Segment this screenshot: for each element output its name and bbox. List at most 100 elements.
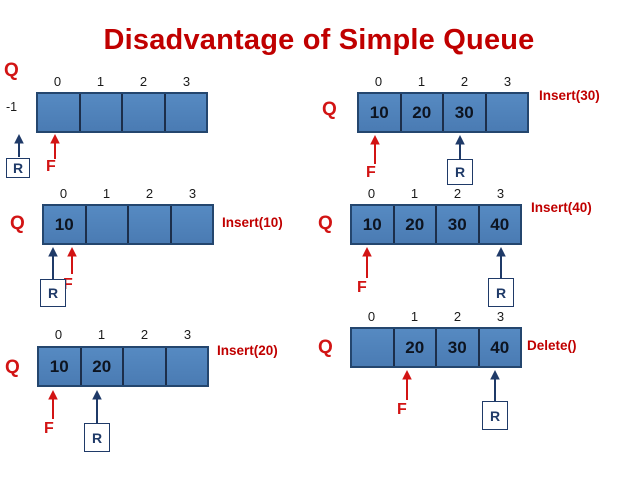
- index-label: 1: [102, 186, 111, 201]
- queue-cell: [171, 206, 212, 243]
- index-label: 0: [367, 186, 376, 201]
- front-arrow-icon: [49, 134, 61, 164]
- index-label: 1: [410, 186, 419, 201]
- index-label: 3: [183, 327, 192, 342]
- queue-cell: [86, 206, 129, 243]
- rear-pointer-box: R: [40, 279, 66, 307]
- rear-arrow-glyph: [48, 247, 58, 279]
- queue-cell: 30: [437, 206, 480, 243]
- rear-arrow-glyph: [14, 134, 24, 157]
- queue-array: [36, 92, 208, 133]
- front-pointer-label: F: [397, 401, 407, 418]
- front-pointer-label: F: [46, 158, 56, 175]
- rear-arrow-icon: [13, 134, 25, 162]
- front-pointer-label: F: [44, 420, 54, 437]
- front-arrow-icon: [47, 390, 59, 424]
- front-arrow-glyph: [50, 134, 60, 159]
- rear-arrow-glyph: [92, 390, 102, 423]
- rear-pointer-label: R: [91, 429, 103, 446]
- queue-cell: 30: [437, 329, 480, 366]
- index-label: 3: [182, 74, 191, 89]
- index-label: 1: [410, 309, 419, 324]
- queue-cell: [123, 94, 166, 131]
- queue-cell: 10: [359, 94, 402, 131]
- queue-cell: [124, 348, 167, 385]
- queue-cell: 40: [479, 206, 520, 243]
- rear-pointer-label: R: [489, 407, 501, 424]
- index-label: 0: [54, 327, 63, 342]
- front-arrow-glyph: [362, 247, 372, 278]
- queue-cell: [165, 94, 206, 131]
- index-label: 3: [188, 186, 197, 201]
- rear-pointer-label: R: [454, 164, 466, 180]
- index-label: 2: [460, 74, 469, 89]
- index-label: 2: [145, 186, 154, 201]
- rear-pointer-box: R: [482, 401, 508, 430]
- queue-name-label: Q: [4, 60, 19, 81]
- queue-name-label: Q: [318, 213, 333, 234]
- rear-pointer-box: R: [84, 423, 110, 452]
- front-arrow-icon: [401, 370, 413, 405]
- queue-cell: [352, 329, 395, 366]
- queue-cell: 40: [479, 329, 520, 366]
- queue-cell: [38, 94, 81, 131]
- queue-cell: 20: [394, 329, 437, 366]
- operation-label: Insert(10): [222, 215, 283, 230]
- rear-pointer-label: R: [495, 284, 507, 301]
- index-label: 0: [53, 74, 62, 89]
- index-label: 2: [453, 186, 462, 201]
- operation-label: Insert(20): [217, 343, 278, 358]
- rear-pointer-box: R: [6, 158, 30, 178]
- rear-arrow-glyph: [496, 247, 506, 278]
- queue-cell: 10: [44, 206, 87, 243]
- rear-arrow-icon: [91, 390, 103, 428]
- queue-cell: 20: [401, 94, 444, 131]
- rear-pointer-box: R: [447, 159, 473, 185]
- queue-cell: [166, 348, 207, 385]
- front-arrow-glyph: [67, 247, 77, 274]
- queue-array: 10: [42, 204, 214, 245]
- index-label: 0: [374, 74, 383, 89]
- queue-cell: 30: [444, 94, 487, 131]
- queue-cell: [80, 94, 123, 131]
- queue-name-label: Q: [322, 99, 337, 120]
- index-label: 1: [417, 74, 426, 89]
- queue-cell: 10: [39, 348, 82, 385]
- rear-init-value-label: -1: [6, 100, 18, 114]
- index-label: 2: [140, 327, 149, 342]
- front-pointer-label: F: [357, 279, 367, 296]
- rear-arrow-icon: [489, 370, 501, 406]
- front-pointer-label: F: [366, 164, 376, 181]
- index-label: 2: [453, 309, 462, 324]
- queue-cell: 10: [352, 206, 395, 243]
- front-arrow-glyph: [402, 370, 412, 400]
- index-label: 1: [96, 74, 105, 89]
- front-arrow-icon: [369, 135, 381, 169]
- queue-cell: 20: [81, 348, 124, 385]
- rear-arrow-icon: [454, 135, 466, 164]
- queue-name-label: Q: [10, 213, 25, 234]
- queue-name-label: Q: [318, 337, 333, 358]
- index-label: 1: [97, 327, 106, 342]
- slide-title: Disadvantage of Simple Queue: [103, 24, 535, 56]
- queue-cell: [486, 94, 527, 131]
- rear-arrow-glyph: [455, 135, 465, 159]
- operation-label: Insert(30): [539, 88, 600, 103]
- rear-pointer-label: R: [47, 285, 59, 301]
- index-label: 3: [503, 74, 512, 89]
- queue-cell: 20: [394, 206, 437, 243]
- rear-arrow-icon: [495, 247, 507, 283]
- front-arrow-icon: [66, 247, 78, 279]
- operation-label: Delete(): [527, 338, 577, 353]
- operation-label: Insert(40): [531, 200, 592, 215]
- front-arrow-icon: [361, 247, 373, 283]
- queue-cell: [129, 206, 172, 243]
- front-pointer-label: F: [63, 276, 73, 293]
- rear-pointer-label: R: [12, 160, 24, 176]
- index-label: 0: [59, 186, 68, 201]
- index-label: 3: [496, 309, 505, 324]
